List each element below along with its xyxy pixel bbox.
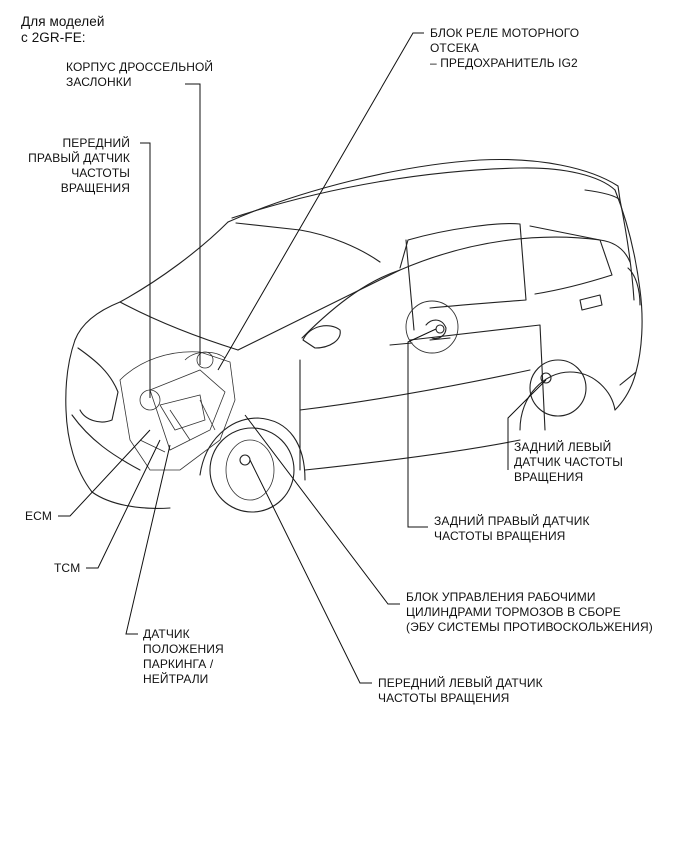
label-line: ПЕРЕДНИЙ: [62, 136, 130, 150]
label-line: ЗАДНИЙ ПРАВЫЙ ДАТЧИК: [434, 514, 590, 528]
leader-brake-actuator: [244, 414, 400, 605]
label-tcm: TCM: [54, 561, 80, 576]
label-line: ДАТЧИК: [143, 627, 190, 641]
label-engine-relay-block: БЛОК РЕЛЕ МОТОРНОГО ОТСЕКА – ПРЕДОХРАНИТ…: [430, 26, 579, 71]
label-brake-actuator: БЛОК УПРАВЛЕНИЯ РАБОЧИМИ ЦИЛИНДРАМИ ТОРМ…: [406, 590, 653, 635]
label-park-neutral-switch: ДАТЧИК ПОЛОЖЕНИЯ ПАРКИНГА / НЕЙТРАЛИ: [143, 627, 224, 687]
label-throttle-body: КОРПУС ДРОССЕЛЬНОЙ ЗАСЛОНКИ: [66, 60, 213, 90]
leader-lines: [58, 32, 547, 684]
model-note-line1: Для моделей: [21, 14, 105, 29]
label-front-right-speed-sensor: ПЕРЕДНИЙ ПРАВЫЙ ДАТЧИК ЧАСТОТЫ ВРАЩЕНИЯ: [28, 136, 130, 196]
leader-front-left-speed-sensor: [249, 459, 372, 684]
label-line: ECM: [25, 509, 52, 523]
label-line: TCM: [54, 561, 81, 575]
model-note: Для моделей с 2GR-FE:: [21, 14, 105, 46]
label-line: ЦИЛИНДРАМИ ТОРМОЗОВ В СБОРЕ: [406, 605, 621, 619]
label-line: (ЭБУ СИСТЕМЫ ПРОТИВОСКОЛЬЖЕНИЯ): [406, 620, 653, 634]
minivan-outline: [65, 159, 643, 513]
label-rear-left-speed-sensor: ЗАДНИЙ ЛЕВЫЙ ДАТЧИК ЧАСТОТЫ ВРАЩЕНИЯ: [514, 440, 623, 485]
leader-park-neutral-switch: [125, 444, 171, 635]
label-line: ДАТЧИК ЧАСТОТЫ: [514, 455, 623, 469]
label-line: БЛОК РЕЛЕ МОТОРНОГО: [430, 26, 580, 40]
leader-throttle-body: [185, 83, 201, 365]
label-line: ЧАСТОТЫ ВРАЩЕНИЯ: [434, 529, 566, 543]
label-line: НЕЙТРАЛИ: [143, 672, 209, 686]
label-line: ЧАСТОТЫ: [71, 166, 130, 180]
label-line: ВРАЩЕНИЯ: [514, 470, 584, 484]
label-line: ВРАЩЕНИЯ: [60, 181, 130, 195]
label-line: ПОЛОЖЕНИЯ: [143, 642, 224, 656]
leader-ecm: [58, 429, 151, 517]
leader-rear-left-speed-sensor: [507, 379, 547, 470]
leader-tcm: [86, 439, 161, 569]
label-line: БЛОК УПРАВЛЕНИЯ РАБОЧИМИ: [406, 590, 596, 604]
label-line: – ПРЕДОХРАНИТЕЛЬ IG2: [430, 56, 578, 70]
leader-front-right-speed-sensor: [140, 142, 151, 398]
label-front-left-speed-sensor: ПЕРЕДНИЙ ЛЕВЫЙ ДАТЧИК ЧАСТОТЫ ВРАЩЕНИЯ: [378, 676, 543, 706]
label-rear-right-speed-sensor: ЗАДНИЙ ПРАВЫЙ ДАТЧИК ЧАСТОТЫ ВРАЩЕНИЯ: [434, 514, 590, 544]
label-line: ЗАДНИЙ ЛЕВЫЙ: [514, 440, 612, 454]
label-line: ОТСЕКА: [430, 41, 479, 55]
label-line: КОРПУС ДРОССЕЛЬНОЙ: [66, 60, 214, 74]
leader-engine-relay-block: [217, 32, 424, 371]
label-line: ЗАСЛОНКИ: [66, 75, 132, 89]
label-line: ПЕРЕДНИЙ ЛЕВЫЙ ДАТЧИК: [378, 676, 543, 690]
label-line: ПРАВЫЙ ДАТЧИК: [28, 151, 130, 165]
label-line: ПАРКИНГА /: [143, 657, 214, 671]
label-ecm: ECM: [25, 509, 52, 524]
label-line: ЧАСТОТЫ ВРАЩЕНИЯ: [378, 691, 510, 705]
leader-rear-right-speed-sensor: [407, 328, 437, 528]
model-note-line2: с 2GR-FE:: [21, 30, 86, 45]
